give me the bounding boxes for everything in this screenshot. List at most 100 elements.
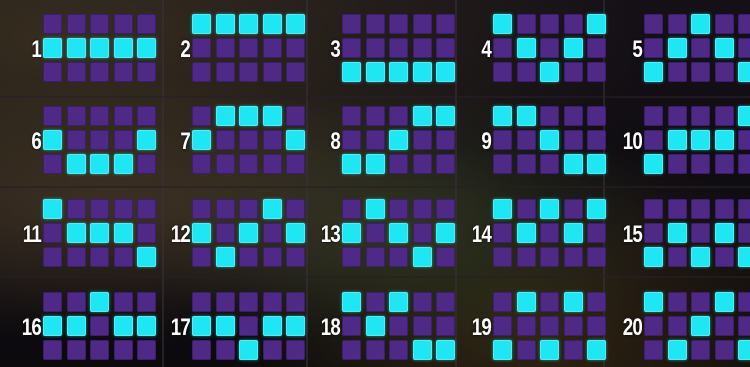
inactive-cell xyxy=(644,340,663,360)
inactive-cell xyxy=(67,247,86,267)
active-cell xyxy=(517,292,536,312)
active-cell xyxy=(239,340,258,360)
payline-pattern xyxy=(192,199,304,271)
inactive-cell xyxy=(216,199,235,219)
payline-pattern xyxy=(342,292,454,364)
inactive-cell xyxy=(493,62,512,82)
inactive-cell xyxy=(43,340,62,360)
inactive-cell xyxy=(691,106,710,126)
inactive-cell xyxy=(216,292,235,312)
inactive-cell xyxy=(366,14,385,34)
payline-number: 9 xyxy=(463,128,491,156)
payline-number: 10 xyxy=(614,128,642,156)
payline-2: 2 xyxy=(154,14,296,86)
inactive-cell xyxy=(587,247,606,267)
active-cell xyxy=(715,38,734,58)
active-cell xyxy=(644,154,663,174)
payline-11: 11 xyxy=(5,199,147,271)
background-divider xyxy=(0,96,750,98)
active-cell xyxy=(564,292,583,312)
inactive-cell xyxy=(668,14,687,34)
payline-pattern xyxy=(43,199,155,271)
inactive-cell xyxy=(540,223,559,243)
inactive-cell xyxy=(738,154,750,174)
active-cell xyxy=(691,316,710,336)
inactive-cell xyxy=(436,154,455,174)
active-cell xyxy=(67,154,86,174)
inactive-cell xyxy=(90,340,109,360)
inactive-cell xyxy=(564,247,583,267)
payline-pattern xyxy=(493,106,605,178)
inactive-cell xyxy=(239,199,258,219)
inactive-cell xyxy=(668,154,687,174)
inactive-cell xyxy=(715,316,734,336)
inactive-cell xyxy=(493,223,512,243)
inactive-cell xyxy=(691,62,710,82)
inactive-cell xyxy=(67,199,86,219)
inactive-cell xyxy=(286,38,305,58)
inactive-cell xyxy=(192,62,211,82)
inactive-cell xyxy=(564,340,583,360)
inactive-cell xyxy=(413,199,432,219)
payline-number: 16 xyxy=(13,314,41,342)
payline-9: 9 xyxy=(455,106,597,178)
inactive-cell xyxy=(436,14,455,34)
active-cell xyxy=(517,223,536,243)
active-cell xyxy=(587,340,606,360)
payline-pattern xyxy=(43,106,155,178)
inactive-cell xyxy=(389,106,408,126)
inactive-cell xyxy=(587,292,606,312)
inactive-cell xyxy=(286,199,305,219)
payline-14: 14 xyxy=(455,199,597,271)
active-cell xyxy=(540,340,559,360)
active-cell xyxy=(668,130,687,150)
active-cell xyxy=(436,340,455,360)
inactive-cell xyxy=(366,223,385,243)
active-cell xyxy=(239,106,258,126)
active-cell xyxy=(493,106,512,126)
inactive-cell xyxy=(239,130,258,150)
inactive-cell xyxy=(389,247,408,267)
payline-number: 5 xyxy=(614,36,642,64)
inactive-cell xyxy=(43,247,62,267)
active-cell xyxy=(389,130,408,150)
inactive-cell xyxy=(192,247,211,267)
payline-number: 3 xyxy=(312,36,340,64)
inactive-cell xyxy=(342,340,361,360)
inactive-cell xyxy=(517,154,536,174)
inactive-cell xyxy=(738,38,750,58)
payline-pattern xyxy=(43,292,155,364)
payline-number: 8 xyxy=(312,128,340,156)
payline-number: 12 xyxy=(162,221,190,249)
inactive-cell xyxy=(517,14,536,34)
inactive-cell xyxy=(67,340,86,360)
inactive-cell xyxy=(413,154,432,174)
inactive-cell xyxy=(114,106,133,126)
active-cell xyxy=(342,223,361,243)
active-cell xyxy=(738,247,750,267)
active-cell xyxy=(389,62,408,82)
active-cell xyxy=(366,199,385,219)
active-cell xyxy=(540,130,559,150)
active-cell xyxy=(286,14,305,34)
active-cell xyxy=(517,106,536,126)
inactive-cell xyxy=(436,38,455,58)
inactive-cell xyxy=(691,154,710,174)
payline-pattern xyxy=(192,14,304,86)
payline-16: 16 xyxy=(5,292,147,364)
inactive-cell xyxy=(517,62,536,82)
inactive-cell xyxy=(436,130,455,150)
inactive-cell xyxy=(691,199,710,219)
inactive-cell xyxy=(216,340,235,360)
payline-pattern xyxy=(644,199,750,271)
inactive-cell xyxy=(691,292,710,312)
inactive-cell xyxy=(738,14,750,34)
inactive-cell xyxy=(286,340,305,360)
active-cell xyxy=(43,316,62,336)
inactive-cell xyxy=(239,38,258,58)
payline-1: 1 xyxy=(5,14,147,86)
inactive-cell xyxy=(43,223,62,243)
active-cell xyxy=(216,316,235,336)
inactive-cell xyxy=(286,247,305,267)
payline-19: 19 xyxy=(455,292,597,364)
